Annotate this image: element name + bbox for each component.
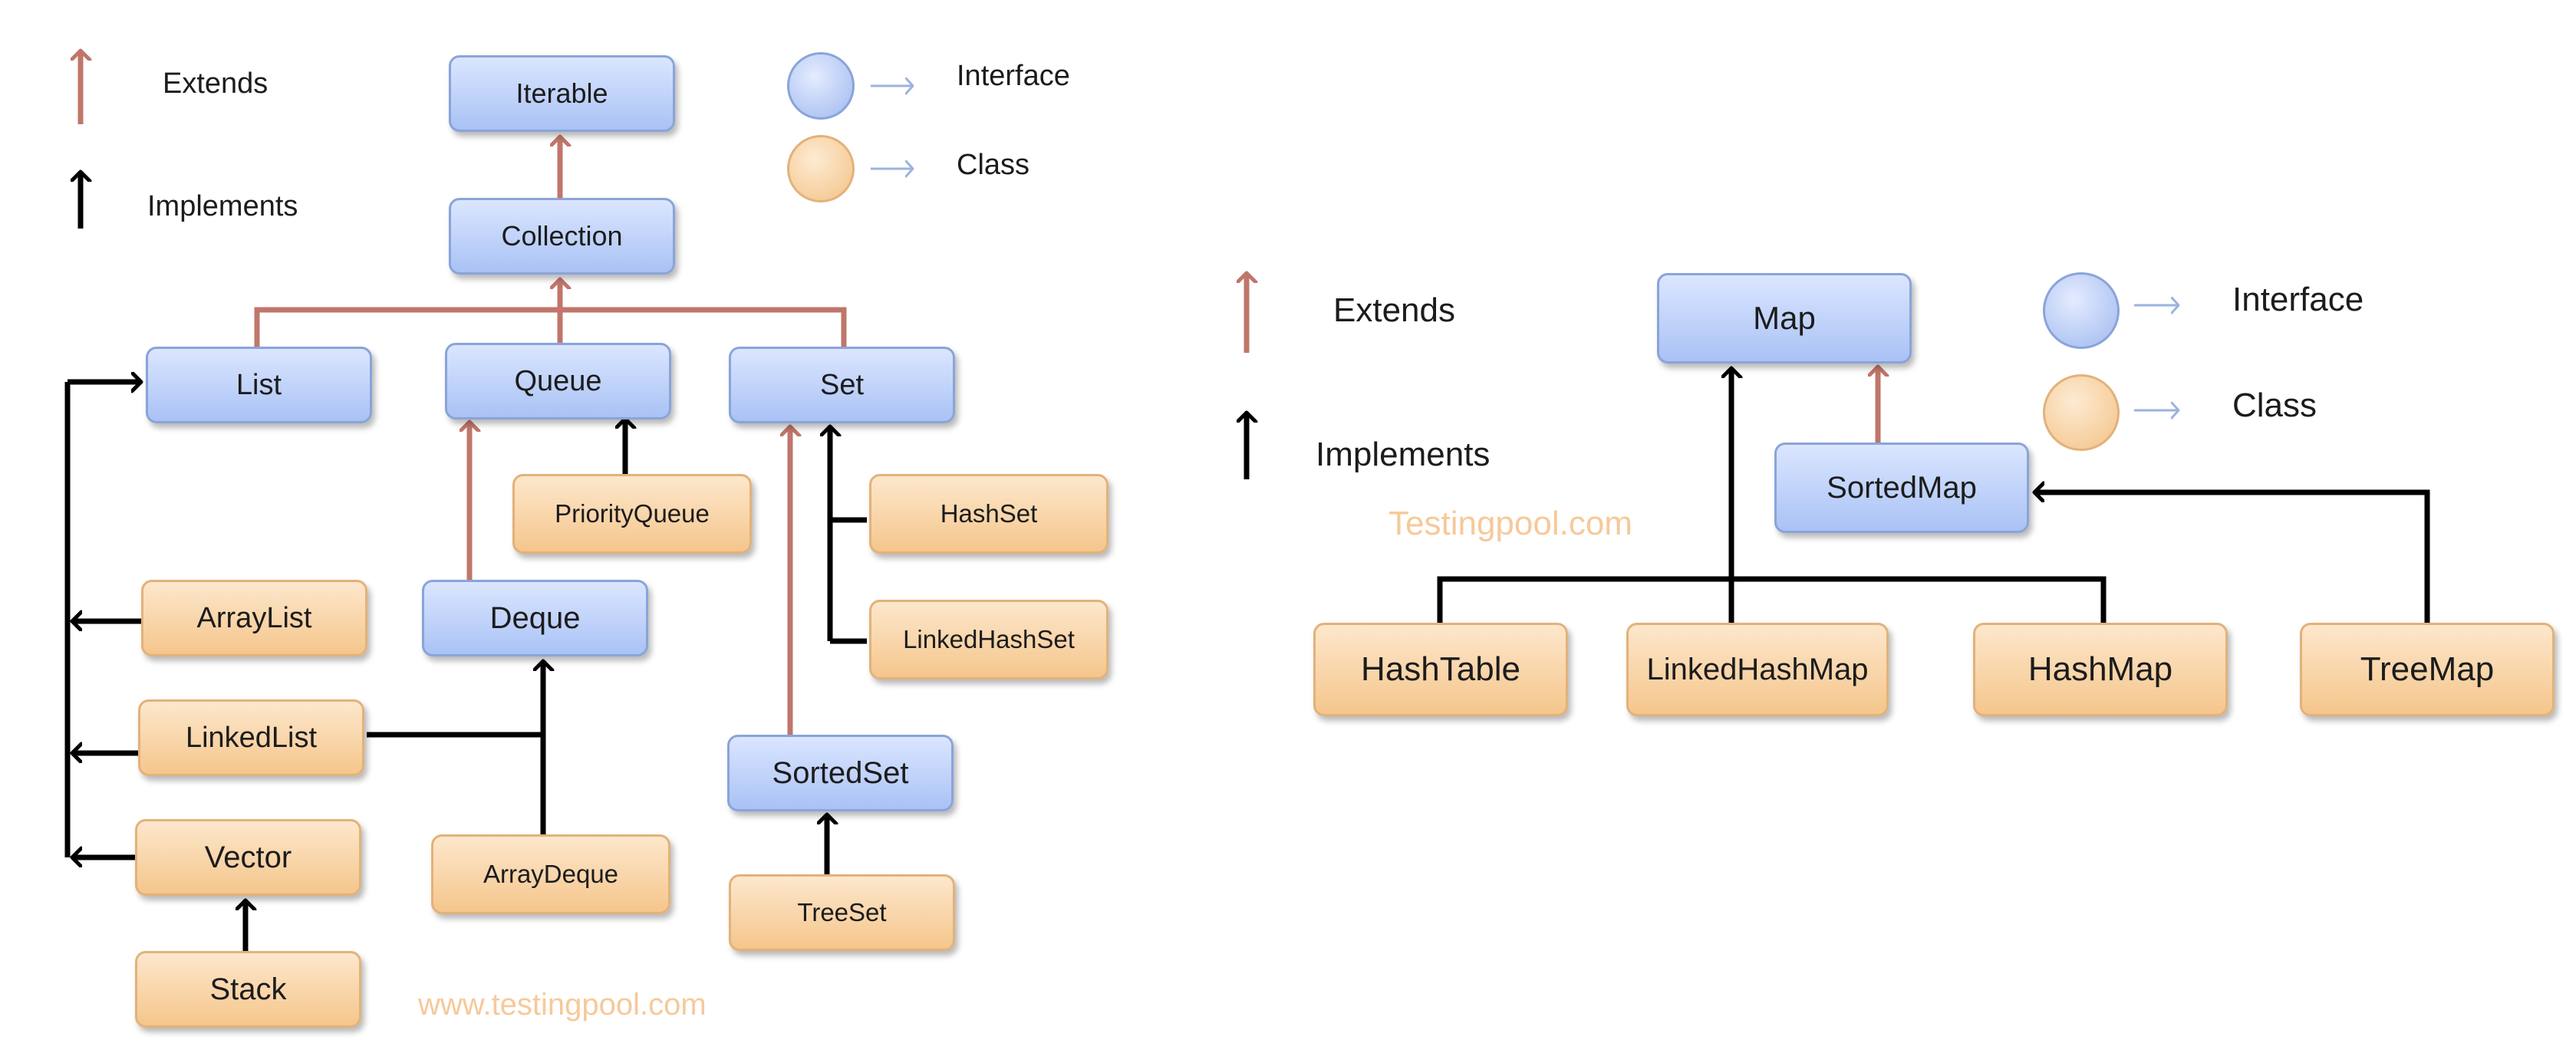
- legend-class-circle-right: [2043, 374, 2120, 451]
- legend-class-label-right: Class: [2232, 387, 2317, 424]
- watermark-left: www.testingpool.com: [418, 988, 707, 1022]
- node-iterable: Iterable: [449, 55, 675, 132]
- legend-interface-circle: [787, 52, 855, 120]
- legend-interface-circle-right: [2043, 272, 2120, 349]
- node-vector: Vector: [135, 819, 361, 896]
- node-map: Map: [1657, 273, 1912, 364]
- node-priorityqueue: PriorityQueue: [512, 474, 752, 554]
- edge-list-set-bus: [254, 307, 847, 347]
- node-arraydeque: ArrayDeque: [431, 834, 670, 914]
- legend-extends-label: Extends: [163, 67, 268, 100]
- node-deque: Deque: [422, 580, 648, 656]
- edge-map-bus: [1437, 576, 2107, 623]
- watermark-right: Testingpool.com: [1388, 505, 1632, 542]
- legend-implements-label: Implements: [147, 190, 298, 222]
- node-sortedmap: SortedMap: [1774, 443, 2029, 533]
- legend-interface-label-right: Interface: [2232, 281, 2364, 318]
- node-hashset: HashSet: [869, 474, 1108, 554]
- node-linkedhashmap: LinkedHashMap: [1626, 623, 1889, 716]
- node-collection: Collection: [449, 198, 675, 275]
- legend-class-circle: [787, 135, 855, 202]
- legend-interface-label: Interface: [957, 60, 1070, 92]
- node-linkedlist: LinkedList: [138, 699, 364, 776]
- node-linkedhashset: LinkedHashSet: [869, 600, 1108, 679]
- node-sortedset: SortedSet: [727, 735, 954, 811]
- node-hashmap: HashMap: [1973, 623, 2228, 716]
- node-treemap: TreeMap: [2300, 623, 2555, 716]
- node-treeset: TreeSet: [729, 874, 955, 951]
- edge-treemap-sortedmap: [2034, 492, 2430, 623]
- legend-implements-label-right: Implements: [1316, 436, 1491, 473]
- node-stack: Stack: [135, 951, 361, 1028]
- node-arraylist: ArrayList: [141, 580, 367, 656]
- legend-class-label: Class: [957, 149, 1030, 181]
- node-queue: Queue: [445, 343, 671, 420]
- node-list: List: [146, 347, 372, 423]
- node-set: Set: [729, 347, 955, 423]
- node-hashtable: HashTable: [1313, 623, 1568, 716]
- legend-extends-label-right: Extends: [1333, 291, 1455, 329]
